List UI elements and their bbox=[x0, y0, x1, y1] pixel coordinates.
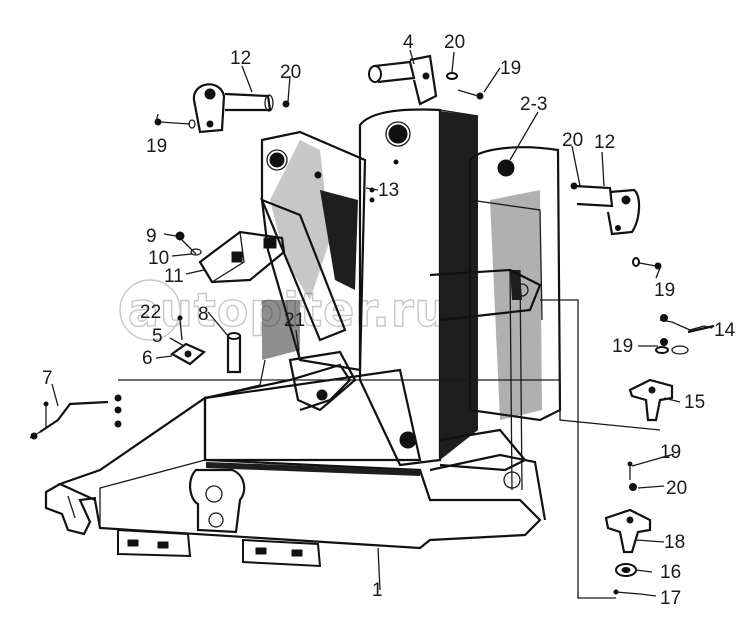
label-10: 10 bbox=[148, 248, 169, 269]
seat-frame bbox=[203, 108, 562, 491]
label-11: 11 bbox=[164, 266, 184, 287]
part-11-bracket bbox=[198, 230, 286, 284]
part-12-upper-left bbox=[192, 83, 274, 134]
label-21: 21 bbox=[284, 310, 305, 331]
label-18: 18 bbox=[664, 532, 685, 553]
label-16: 16 bbox=[660, 562, 681, 583]
part-12-right bbox=[574, 184, 641, 236]
label-19-c: 19 bbox=[654, 280, 675, 301]
label-7: 7 bbox=[42, 368, 53, 389]
label-20-d: 20 bbox=[666, 478, 687, 499]
label-9: 9 bbox=[146, 226, 157, 247]
label-15: 15 bbox=[684, 392, 705, 413]
label-20-c: 20 bbox=[562, 130, 583, 151]
left-hardware bbox=[29, 231, 242, 440]
leader-lines bbox=[51, 49, 713, 599]
label-1: 1 bbox=[372, 580, 383, 601]
seat-slider bbox=[204, 350, 357, 412]
label-20-b: 20 bbox=[444, 32, 465, 53]
label-5: 5 bbox=[152, 326, 163, 347]
label-19-d: 19 bbox=[612, 336, 633, 357]
part-4-pin bbox=[368, 54, 438, 106]
label-12-upper: 12 bbox=[230, 48, 251, 69]
label-12-right: 12 bbox=[594, 132, 615, 153]
label-20-a: 20 bbox=[280, 62, 301, 83]
label-19-b: 19 bbox=[500, 58, 521, 79]
fasteners bbox=[154, 72, 662, 270]
lower-right-hardware bbox=[604, 461, 652, 595]
label-2-3: 2-3 bbox=[520, 94, 547, 115]
label-8: 8 bbox=[198, 304, 209, 325]
label-17: 17 bbox=[660, 588, 681, 609]
right-hardware bbox=[628, 314, 715, 422]
label-19-a: 19 bbox=[146, 136, 167, 157]
label-14: 14 bbox=[714, 320, 736, 341]
label-22: 22 bbox=[140, 302, 161, 323]
label-19-e: 19 bbox=[660, 442, 681, 463]
label-4: 4 bbox=[403, 32, 414, 53]
label-6: 6 bbox=[142, 348, 153, 369]
callout-labels: 1 2-3 4 5 6 7 8 9 10 11 12 12 13 14 15 1… bbox=[42, 32, 736, 609]
label-13: 13 bbox=[378, 180, 399, 201]
